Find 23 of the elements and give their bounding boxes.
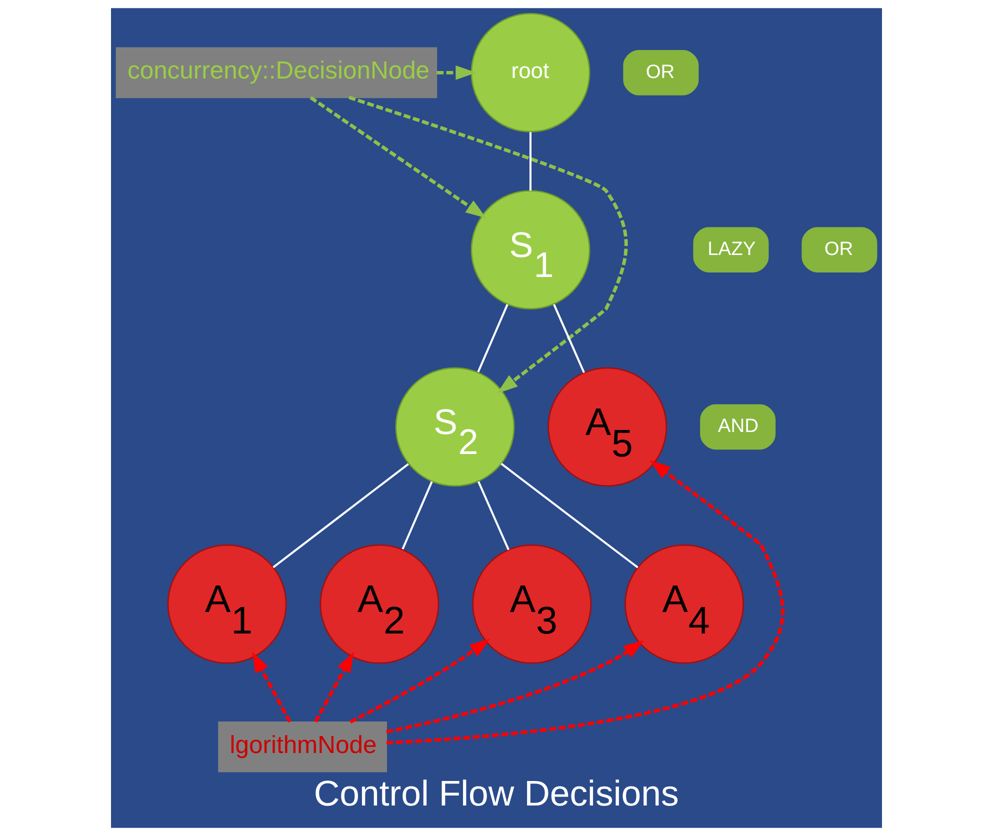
arrow [252,652,291,723]
arrow [349,638,490,724]
node-box: concurrency::DecisionNode [115,47,437,98]
node-box: lgorithmNode [218,721,386,772]
node-box: AND [700,404,776,450]
node-box: LAZY [692,227,768,272]
node-box: OR [622,50,698,96]
node-box: OR [801,227,877,272]
connector [401,481,432,550]
arrow [348,96,628,394]
connector [477,481,509,550]
caption: Control Flow Decisions [313,774,678,814]
connector [272,463,408,568]
connector [476,304,508,372]
arrow [436,65,476,80]
arrow [386,460,784,745]
arrow [314,652,354,723]
connector [528,132,532,191]
node-circle: root [470,12,590,132]
arrow [386,640,644,734]
connector [552,304,584,374]
arrow [309,96,486,218]
connector [500,462,638,568]
